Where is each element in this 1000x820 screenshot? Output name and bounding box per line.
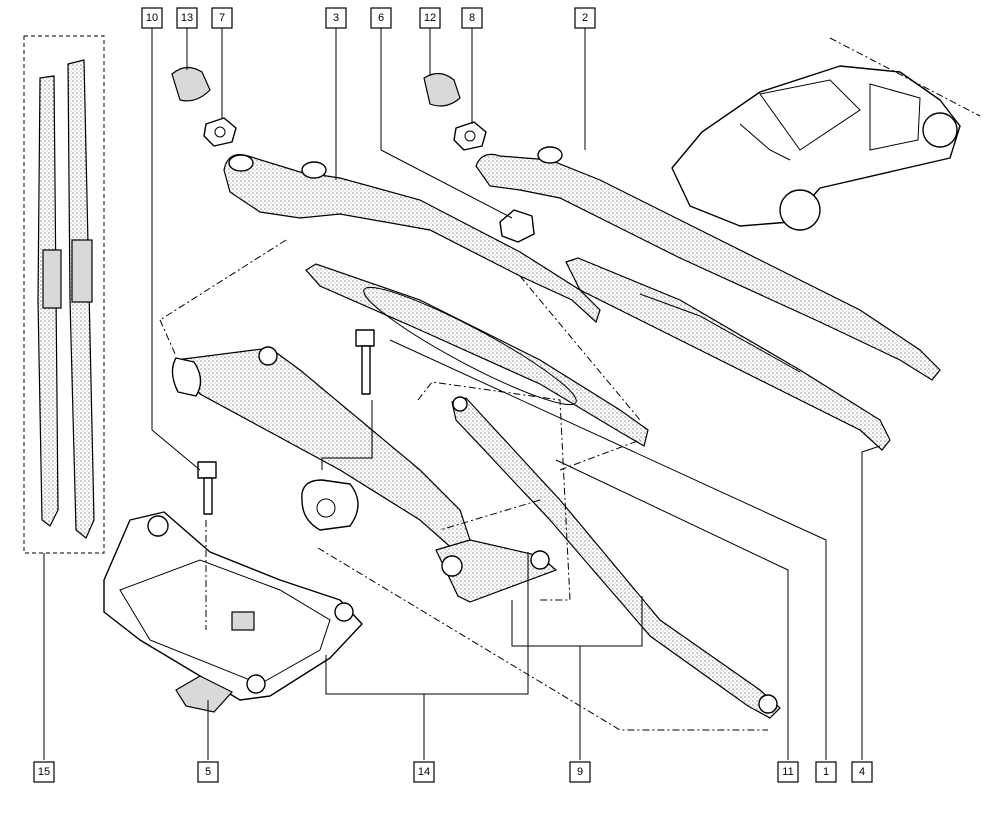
callout-15: 15 (33, 761, 55, 783)
callout-9-label: 9 (577, 766, 583, 778)
nut-cover-cap-12 (423, 72, 461, 107)
callout-10-label: 10 (146, 12, 158, 24)
wiper-arm-2 (475, 146, 941, 381)
callout-12-label: 12 (424, 12, 436, 24)
callout-5: 5 (197, 761, 219, 783)
arm-nut-7 (203, 117, 237, 147)
callout-7-label: 7 (219, 12, 225, 24)
callout-12: 12 (419, 7, 441, 29)
callout-15-label: 15 (38, 766, 50, 778)
callout-11-label: 11 (782, 766, 793, 778)
wiper-arm-3 (223, 154, 601, 324)
callout-2-label: 2 (582, 12, 588, 24)
blade-adapter-left (42, 249, 62, 309)
callout-1-label: 1 (823, 766, 829, 778)
callout-3-label: 3 (333, 12, 339, 24)
callout-10: 10 (141, 7, 163, 29)
car-illustration (671, 37, 981, 231)
nut-cover-cap-13 (171, 66, 211, 102)
blade-adapter-right (71, 239, 93, 303)
callout-6: 6 (370, 7, 392, 29)
leader-lines (43, 28, 881, 760)
wiper-blade-4 (565, 257, 891, 451)
wiper-blade-1 (305, 263, 649, 447)
arm-nut-8 (453, 121, 487, 151)
callout-1: 1 (815, 761, 837, 783)
callout-11: 11 (777, 761, 799, 783)
blade-pair-frame (23, 35, 105, 554)
callout-2: 2 (574, 7, 596, 29)
connecting-rod-11 (451, 396, 781, 719)
callout-14: 14 (413, 761, 435, 783)
spindle-nut-6 (499, 209, 535, 243)
callout-14-label: 14 (418, 766, 430, 778)
wiper-blade-pair (23, 35, 105, 554)
callout-13-label: 13 (181, 12, 193, 24)
wiper-motor-5 (103, 511, 363, 713)
callout-13: 13 (176, 7, 198, 29)
callout-9: 9 (569, 761, 591, 783)
bolt-10 (197, 461, 217, 515)
callout-5-label: 5 (205, 766, 211, 778)
callout-8: 8 (461, 7, 483, 29)
callout-6-label: 6 (378, 12, 384, 24)
wiper-linkage-frame-14 (171, 346, 558, 603)
bolt-upper (355, 329, 375, 395)
callout-4: 4 (851, 761, 873, 783)
callout-3: 3 (325, 7, 347, 29)
callout-7: 7 (211, 7, 233, 29)
callout-4-label: 4 (859, 766, 865, 778)
callout-8-label: 8 (469, 12, 475, 24)
